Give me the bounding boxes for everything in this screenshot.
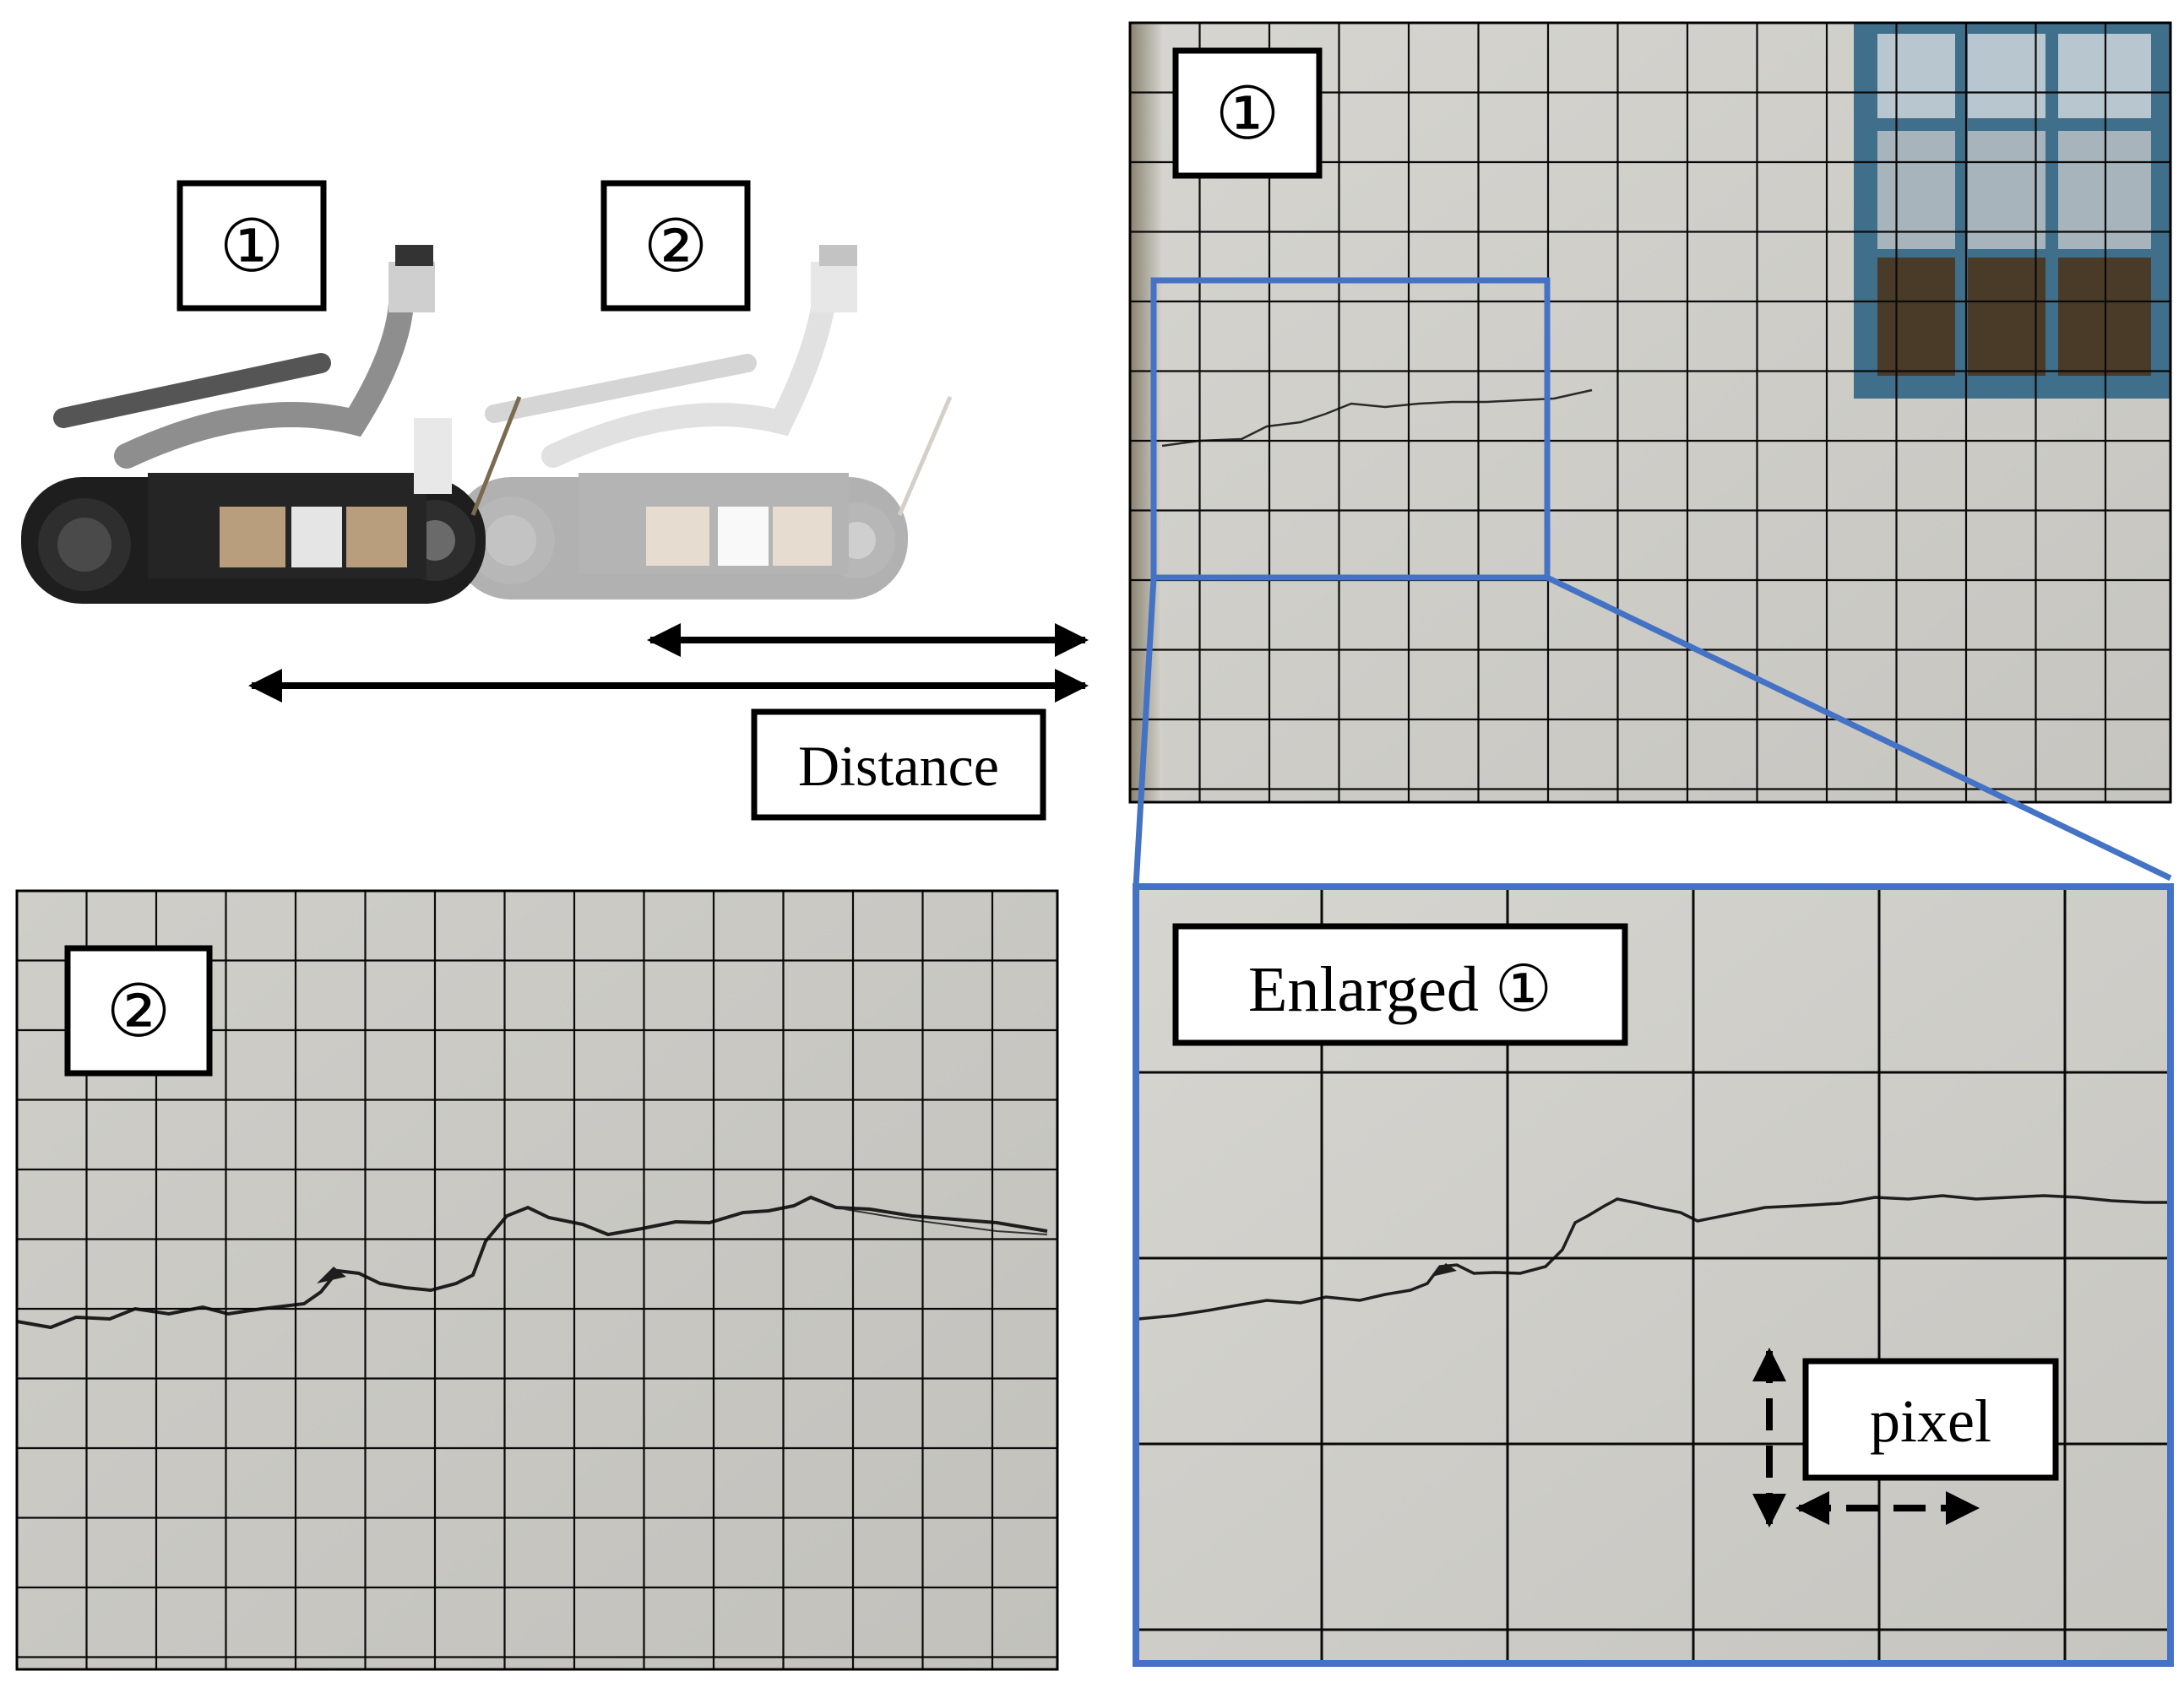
robot-position-2 — [452, 245, 953, 600]
pixel-label: pixel — [1870, 1387, 1991, 1455]
image-1-label: ① — [1214, 73, 1279, 155]
grid-overlay — [17, 891, 1057, 1669]
tracked-robot-icon — [21, 245, 522, 604]
robot-position-1 — [21, 245, 522, 604]
enlarged-label-box — [1172, 923, 1628, 1046]
robot-2-label: ② — [643, 206, 708, 287]
zoom-connector-right — [1546, 574, 2172, 882]
robot-1-label: ① — [219, 206, 284, 287]
image-1-label-box — [1172, 47, 1323, 179]
zoom-connector-left — [1133, 577, 1157, 887]
robot-1-label-box — [177, 180, 327, 312]
tracked-robot-icon — [452, 245, 953, 600]
crack-line — [1161, 388, 1593, 448]
window — [1854, 23, 2170, 399]
distance-label-box — [751, 708, 1046, 821]
enlarged-label: Enlarged ① — [1248, 954, 1552, 1025]
image-2-label: ② — [106, 971, 171, 1052]
crack-line — [16, 1195, 1048, 1330]
distance-label: Distance — [798, 734, 999, 798]
image-2-label-box — [64, 945, 213, 1077]
pixel-label-box — [1802, 1358, 2059, 1481]
crack-line — [1138, 1194, 2168, 1321]
robot-2-label-box — [600, 180, 751, 312]
roi-box — [1150, 277, 1551, 581]
